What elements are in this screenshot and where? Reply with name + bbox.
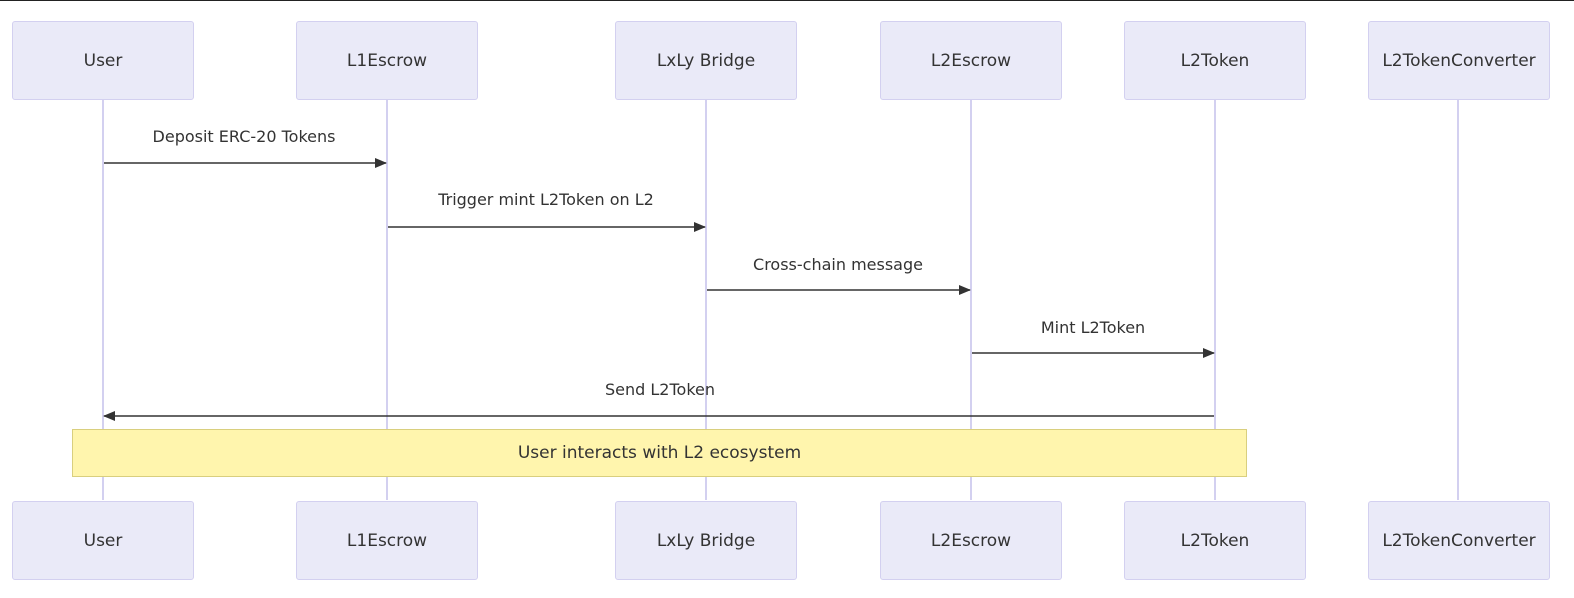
actor-user-top: User [12, 21, 194, 100]
message-label-1: Deposit ERC-20 Tokens [152, 127, 336, 146]
actor-l2escrow-top: L2Escrow [880, 21, 1062, 100]
actor-user-bottom: User [12, 501, 194, 580]
actor-lxly-bridge-bottom: LxLy Bridge [615, 501, 797, 580]
actor-lxly-bridge-top: LxLy Bridge [615, 21, 797, 100]
actor-l1escrow-bottom: L1Escrow [296, 501, 478, 580]
note-box: User interacts with L2 ecosystem [72, 429, 1247, 477]
actor-l1escrow-top: L1Escrow [296, 21, 478, 100]
actor-l2token-top: L2Token [1124, 21, 1306, 100]
top-border [0, 0, 1574, 1]
actor-l2tokenconverter-bottom: L2TokenConverter [1368, 501, 1550, 580]
message-label-2: Trigger mint L2Token on L2 [438, 190, 654, 209]
message-label-4: Mint L2Token [1040, 318, 1146, 337]
actor-l2tokenconverter-top: L2TokenConverter [1368, 21, 1550, 100]
message-label-3: Cross-chain message [753, 255, 923, 274]
message-label-5: Send L2Token [605, 380, 715, 399]
actor-l2escrow-bottom: L2Escrow [880, 501, 1062, 580]
actor-l2token-bottom: L2Token [1124, 501, 1306, 580]
